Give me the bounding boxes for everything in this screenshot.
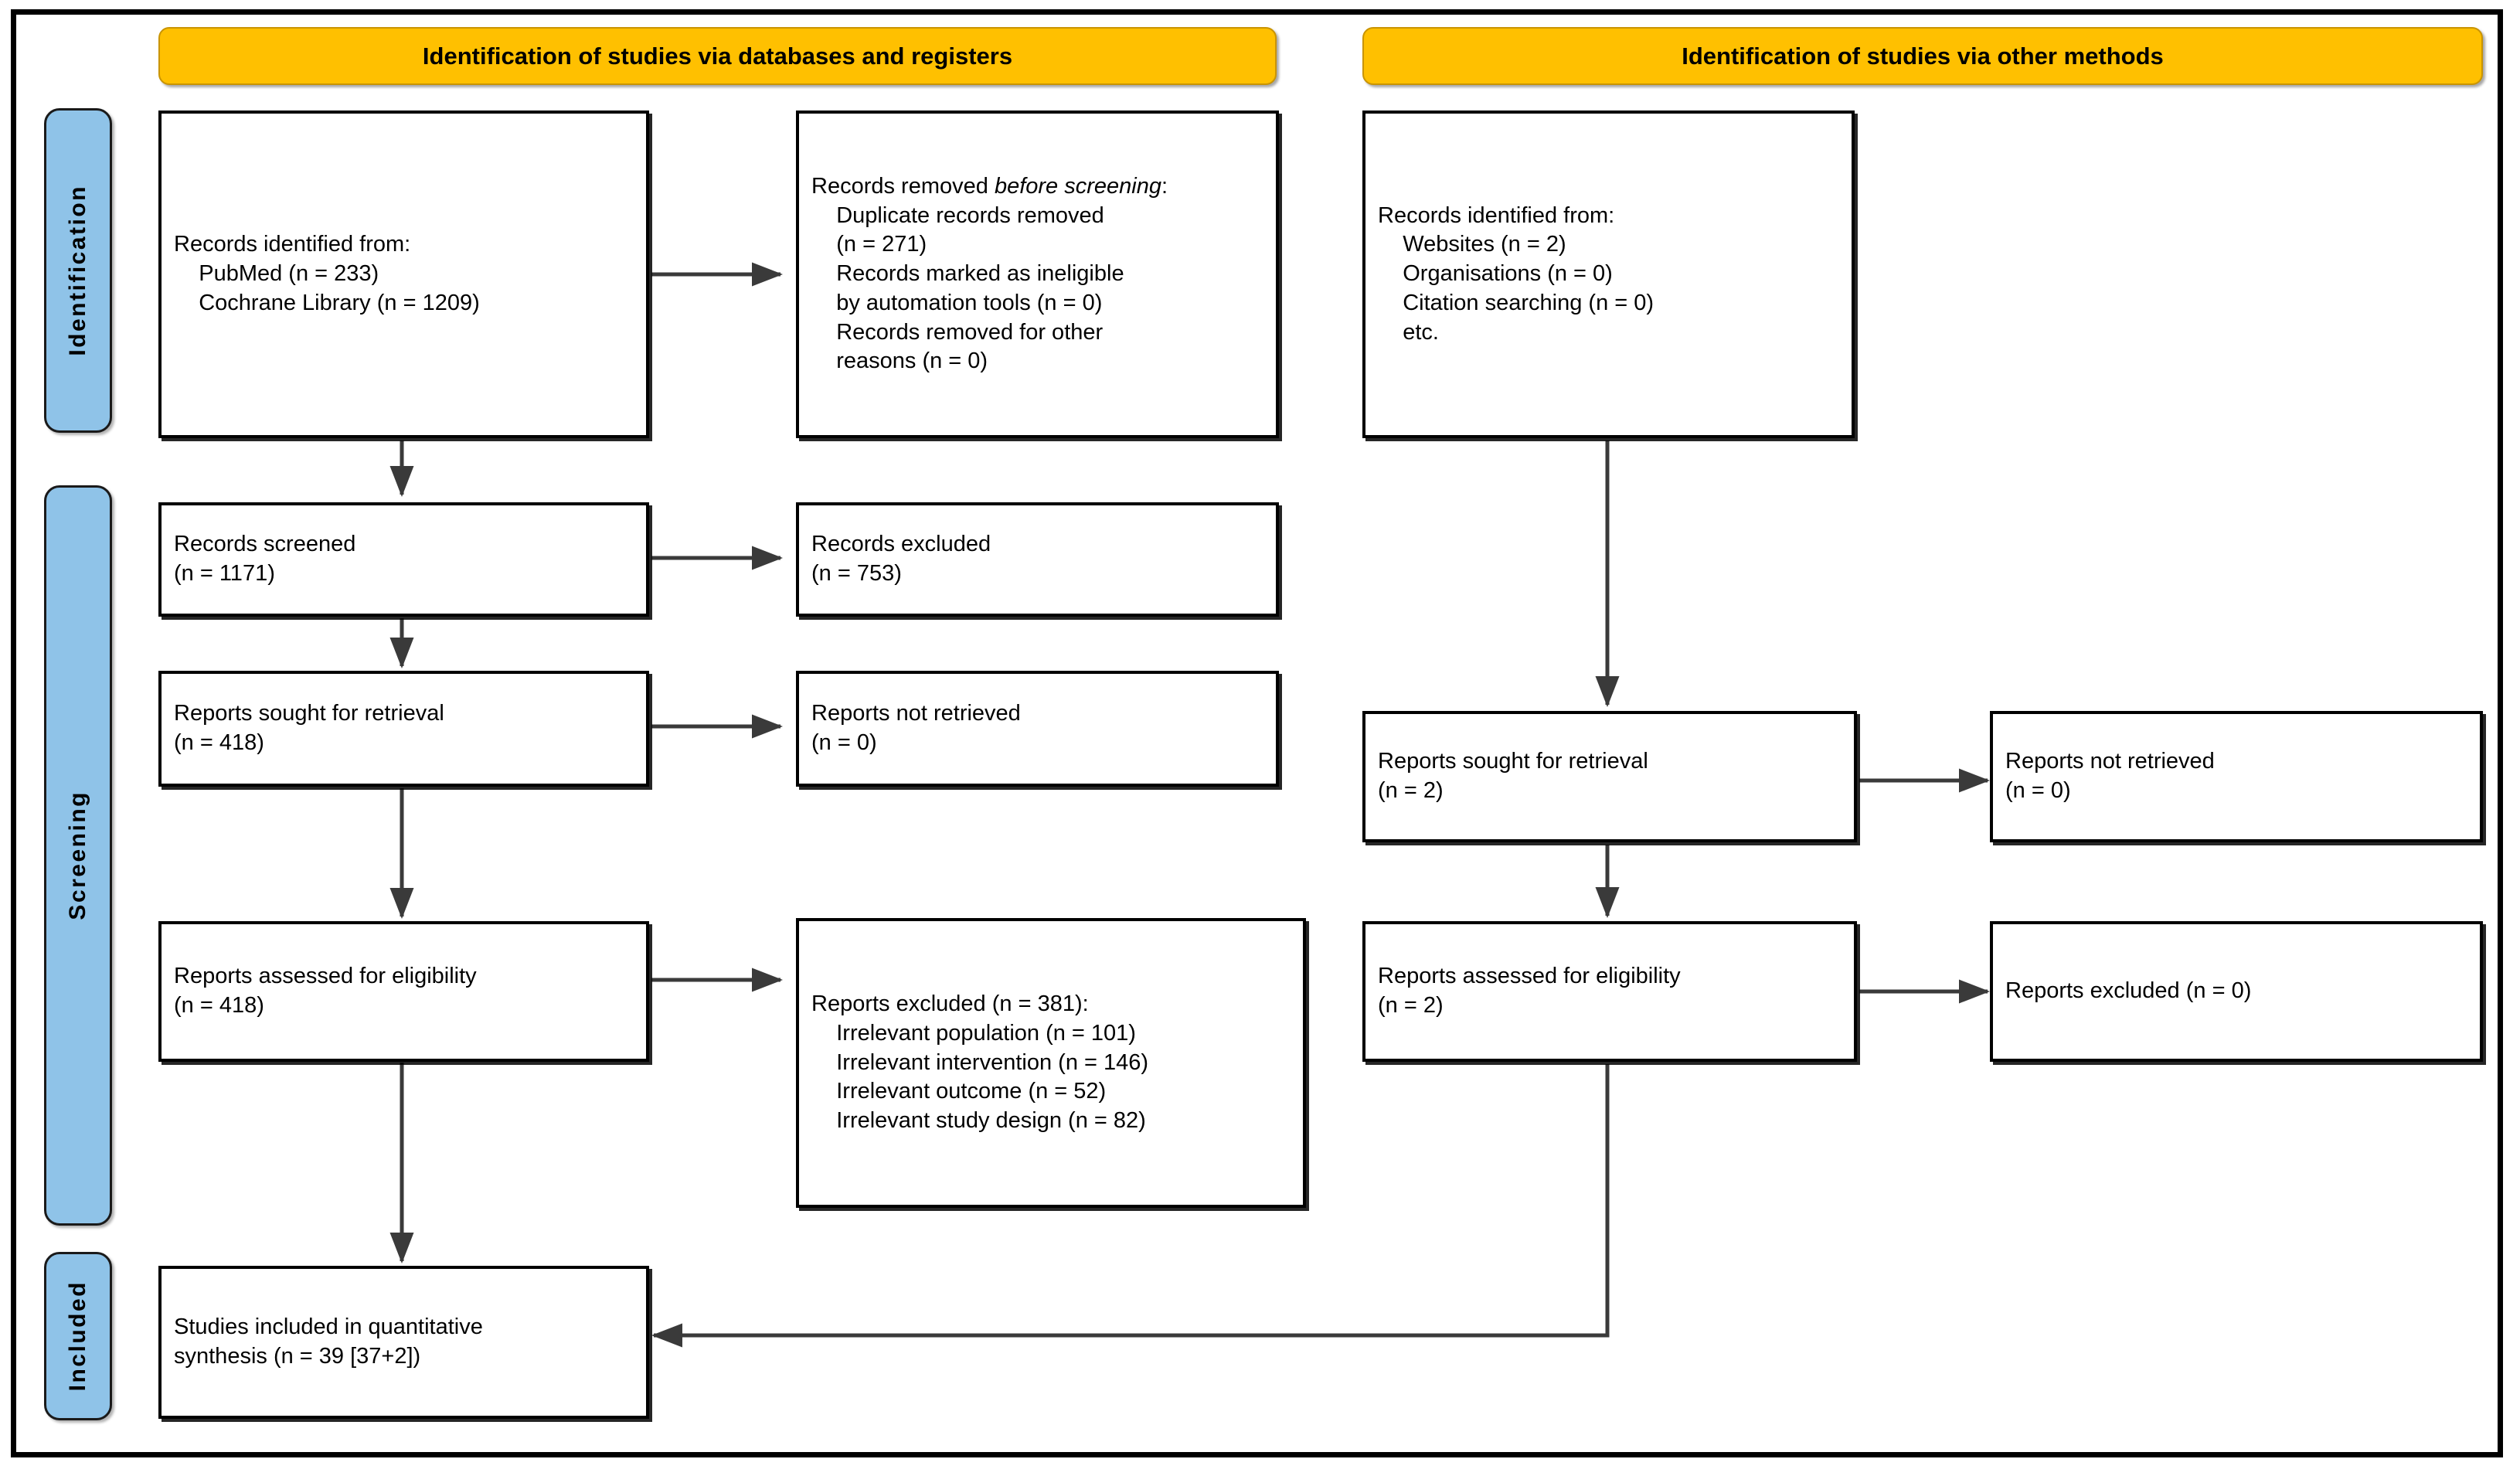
- node-other-reports-assessed-for-eligibility: Reports assessed for eligibility (n = 2): [1362, 921, 1857, 1062]
- node-other-reports-assessed-text: Reports assessed for eligibility (n = 2): [1378, 964, 1681, 1018]
- stage-label-screening: Screening: [65, 791, 90, 920]
- node-studies-included: Studies included in quantitative synthes…: [158, 1266, 649, 1419]
- node-records-removed-before-screening: Records removed before screening: Duplic…: [796, 111, 1279, 438]
- node-reports-not-retrieved: Reports not retrieved (n = 0): [796, 671, 1279, 787]
- node-reports-excluded-reasons-text: Reports excluded (n = 381): Irrelevant p…: [811, 991, 1149, 1134]
- banner-databases-registers: Identification of studies via databases …: [158, 27, 1277, 85]
- node-reports-excluded-with-reasons: Reports excluded (n = 381): Irrelevant p…: [796, 918, 1306, 1208]
- node-records-excluded: Records excluded (n = 753): [796, 502, 1279, 617]
- node-records-identified-other-methods: Records identified from: Websites (n = 2…: [1362, 111, 1855, 438]
- node-reports-assessed-text: Reports assessed for eligibility (n = 41…: [174, 964, 477, 1018]
- stage-bar-identification: Identification: [44, 108, 112, 433]
- stage-label-included: Included: [65, 1280, 90, 1392]
- stage-bar-screening: Screening: [44, 485, 112, 1226]
- node-records-excluded-text: Records excluded (n = 753): [811, 532, 991, 586]
- banner-other-methods: Identification of studies via other meth…: [1362, 27, 2483, 85]
- diagram-outer-frame: [11, 9, 2503, 1457]
- node-other-reports-sought-for-retrieval: Reports sought for retrieval (n = 2): [1362, 711, 1857, 842]
- records-removed-header-part2: :: [1161, 174, 1168, 199]
- node-other-reports-not-retrieved-text: Reports not retrieved (n = 0): [2005, 749, 2215, 803]
- node-studies-included-text: Studies included in quantitative synthes…: [174, 1314, 483, 1369]
- banner-other-methods-label: Identification of studies via other meth…: [1682, 42, 2164, 70]
- node-reports-sought-for-retrieval: Reports sought for retrieval (n = 418): [158, 671, 649, 787]
- node-other-reports-sought-text: Reports sought for retrieval (n = 2): [1378, 749, 1648, 803]
- records-removed-header-part1: Records removed: [811, 174, 995, 199]
- node-other-reports-excluded-text: Reports excluded (n = 0): [2005, 978, 2252, 1004]
- node-records-removed-text: Records removed before screening: Duplic…: [811, 172, 1168, 376]
- node-records-identified-databases: Records identified from: PubMed (n = 233…: [158, 111, 649, 438]
- node-reports-sought-text: Reports sought for retrieval (n = 418): [174, 701, 444, 755]
- node-records-identified-other-text: Records identified from: Websites (n = 2…: [1378, 202, 1654, 345]
- node-other-reports-excluded: Reports excluded (n = 0): [1990, 921, 2483, 1062]
- stage-bar-included: Included: [44, 1252, 112, 1420]
- records-removed-header-italic: before screening: [994, 174, 1161, 199]
- node-reports-assessed-for-eligibility: Reports assessed for eligibility (n = 41…: [158, 921, 649, 1062]
- records-removed-items: Duplicate records removed (n = 271) Reco…: [836, 202, 1124, 374]
- node-records-identified-databases-text: Records identified from: PubMed (n = 233…: [174, 232, 480, 315]
- node-records-screened: Records screened (n = 1171): [158, 502, 649, 617]
- node-other-reports-not-retrieved: Reports not retrieved (n = 0): [1990, 711, 2483, 842]
- stage-label-identification: Identification: [65, 185, 90, 356]
- banner-databases-label: Identification of studies via databases …: [422, 42, 1013, 70]
- node-reports-not-retrieved-text: Reports not retrieved (n = 0): [811, 701, 1021, 755]
- node-records-screened-text: Records screened (n = 1171): [174, 532, 356, 586]
